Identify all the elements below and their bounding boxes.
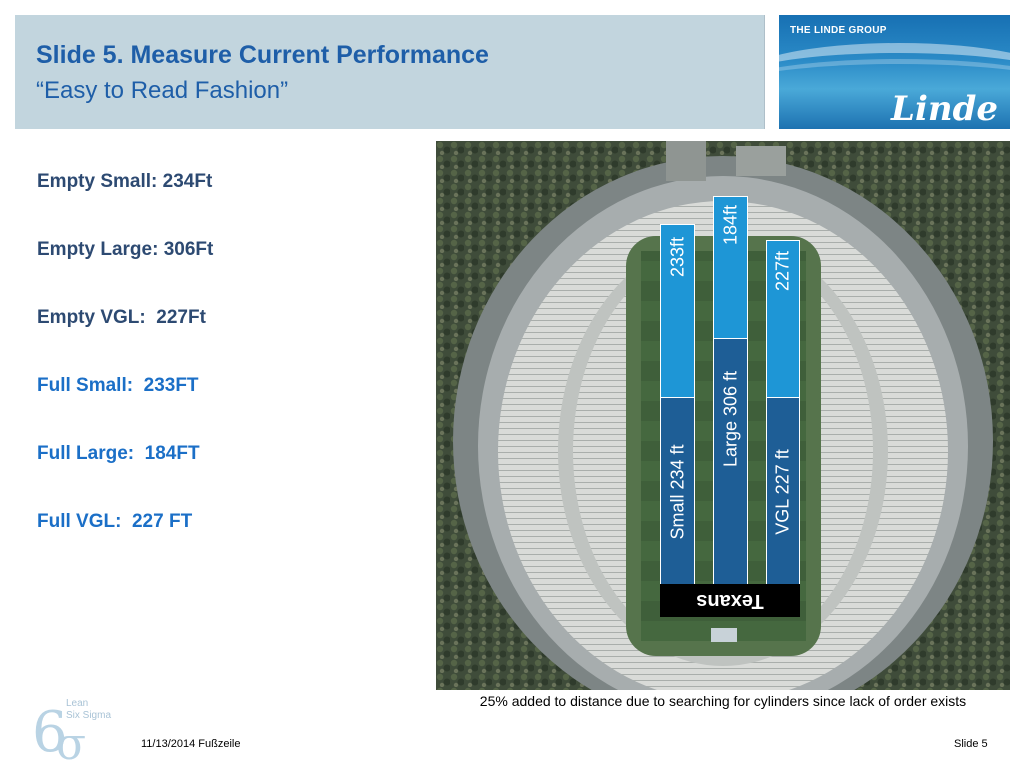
- small-bar-empty: Small 234 ft: [660, 397, 695, 587]
- lss-line2: Six Sigma: [66, 710, 111, 721]
- logo-group-text: THE LINDE GROUP: [790, 25, 887, 36]
- stat-empty-vgl: Empty VGL: 227Ft: [37, 307, 206, 328]
- title-box: Slide 5. Measure Current Performance “Ea…: [15, 15, 765, 129]
- footer-date: 11/13/2014 Fußzeile: [141, 738, 241, 750]
- vgl-bar-full-label: 227ft: [772, 250, 793, 292]
- stat-empty-small: Empty Small: 234Ft: [37, 171, 213, 192]
- logo-wave: [779, 59, 1010, 124]
- small-bar-empty-label: Small 234 ft: [667, 444, 687, 540]
- distance-note: 25% added to distance due to searching f…: [479, 693, 967, 709]
- vgl-bar-empty-label: VGL 227 ft: [772, 449, 793, 535]
- large-bar-empty-label: Large 306 ft: [720, 370, 740, 468]
- large-bar-full-label: 184ft: [720, 204, 740, 246]
- endzone-label-box: Texans: [660, 584, 800, 617]
- endzone-label: Texans: [696, 590, 764, 612]
- slide-title: Slide 5. Measure Current Performance: [36, 41, 489, 69]
- large-bar-full: 184ft: [713, 196, 748, 340]
- stat-empty-large: Empty Large: 306Ft: [37, 239, 214, 260]
- linde-logo: THE LINDE GROUP Linde: [779, 15, 1010, 129]
- lean-six-sigma-logo: 6 σ Lean Six Sigma: [32, 698, 111, 763]
- small-bar-full-label: 233ft: [667, 236, 687, 278]
- vgl-bar-full: 227ft: [766, 240, 800, 399]
- logo-brand-text: Linde: [891, 89, 998, 129]
- stat-full-large: Full Large: 184FT: [37, 443, 200, 464]
- logo-wave: [779, 43, 1010, 113]
- svg-text:σ: σ: [56, 719, 86, 763]
- footer-slide-number: Slide 5: [954, 738, 988, 750]
- stat-full-vgl: Full VGL: 227 FT: [37, 511, 193, 532]
- large-bar-empty: Large 306 ft: [713, 338, 748, 587]
- small-bar-full: 233ft: [660, 224, 695, 399]
- stadium-aerial-photo: 233ft Small 234 ft 184ft Large 306 ft 22…: [436, 141, 1010, 690]
- lss-line1: Lean: [66, 698, 88, 709]
- svg-text:6: 6: [32, 700, 68, 763]
- vgl-bar-empty: VGL 227 ft: [766, 397, 800, 587]
- slide-subtitle: “Easy to Read Fashion”: [36, 77, 289, 104]
- stat-full-small: Full Small: 233FT: [37, 375, 199, 396]
